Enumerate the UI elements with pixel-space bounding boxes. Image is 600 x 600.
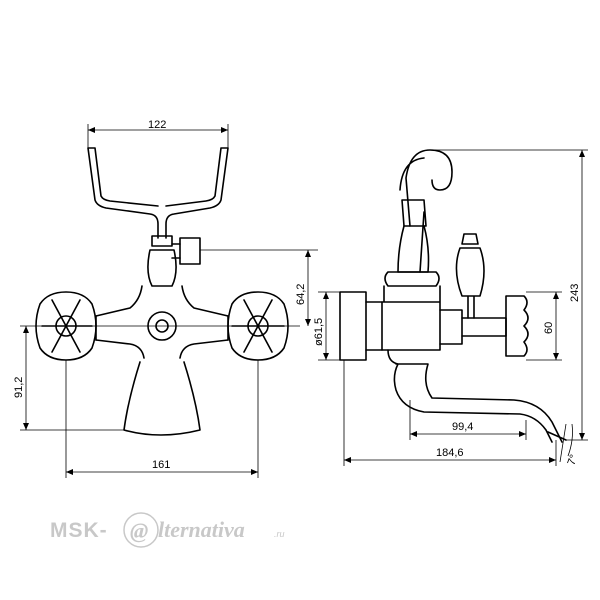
watermark-domain: .ru	[274, 529, 285, 539]
watermark-script: lternativa	[158, 517, 245, 542]
lever-handle	[455, 233, 485, 319]
front-view: 122 64,2 91,2 161	[13, 119, 318, 478]
dim-width-bottom: 161	[152, 459, 170, 471]
wall-flange	[339, 291, 367, 361]
dim-diameter: ø61,5	[313, 318, 325, 346]
dim-height-lower: 91,2	[13, 377, 25, 398]
dim-total-height: 243	[569, 284, 581, 302]
dim-height-upper: 64,2	[295, 284, 307, 305]
diverter-outlet	[179, 237, 201, 265]
dim-depth: 184,6	[436, 447, 464, 459]
dim-width-top: 122	[148, 119, 166, 131]
watermark-logo: MSK- @ lternativa .ru	[50, 512, 285, 548]
side-body	[381, 271, 441, 351]
spout	[123, 361, 201, 436]
side-spout	[387, 349, 563, 443]
watermark-at: @	[130, 518, 148, 543]
mixer-body	[95, 285, 229, 359]
watermark-prefix: MSK-	[50, 519, 108, 542]
dim-angle: 7°	[566, 453, 581, 467]
side-view: ø61,5 99,4 184,6 60 243 7°	[313, 149, 588, 467]
dim-handle: 60	[543, 322, 555, 334]
side-handle	[505, 295, 529, 357]
shower-hook	[399, 149, 453, 273]
watermark-at-circle	[123, 512, 159, 548]
shower-holder	[87, 147, 229, 239]
dim-spout: 99,4	[452, 421, 473, 433]
